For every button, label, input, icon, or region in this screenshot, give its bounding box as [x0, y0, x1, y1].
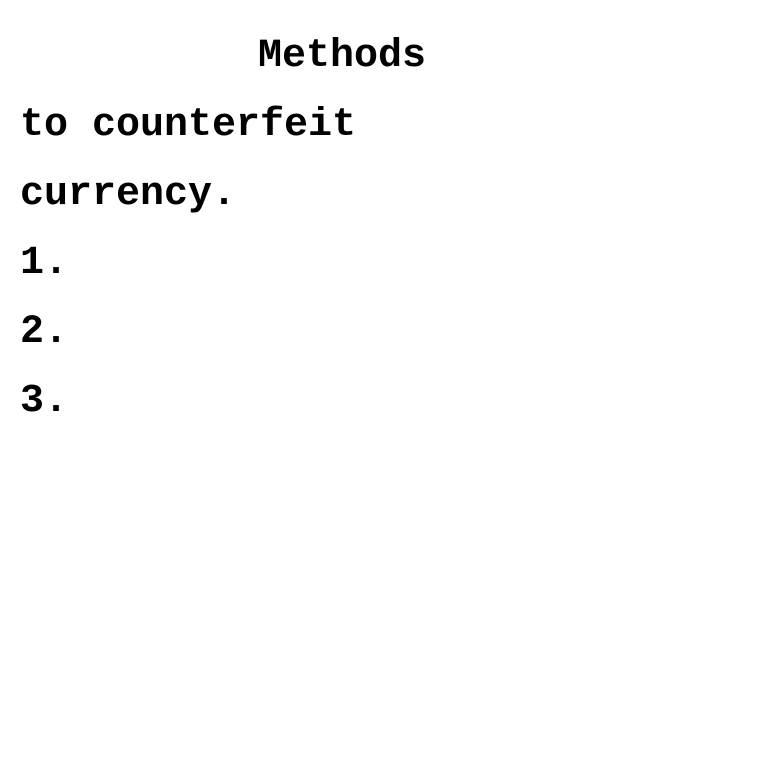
document-body: Methods to counterfeit currency. 1. 2. 3…: [20, 22, 740, 436]
page-title: Methods: [258, 34, 427, 79]
heading-line-2: currency.: [20, 172, 237, 217]
list-item-2: 2.: [20, 310, 69, 355]
list-item-1: 1.: [20, 241, 69, 286]
heading-line-1: to counterfeit: [20, 103, 357, 148]
list-item-3: 3.: [20, 379, 69, 424]
